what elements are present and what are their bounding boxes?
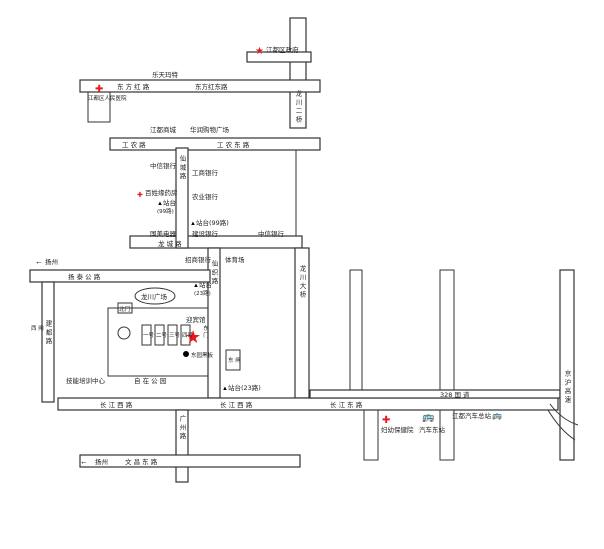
yuan-box-4 xyxy=(180,324,191,346)
longchuan-dadao-label: 龙 川 大 桥 xyxy=(298,264,306,299)
beimen-block xyxy=(117,302,133,314)
qiche-label: 汽车东站 xyxy=(419,425,446,434)
shizhang-label: 东园黑板 xyxy=(191,351,214,359)
jinghu-expressway xyxy=(559,269,575,461)
longchuan-2qiao-label: 龙 川 二 桥 xyxy=(294,89,302,124)
station-23b-label: 站台(23路) xyxy=(228,383,261,392)
hospital-cross-icon: ✚ xyxy=(95,84,103,95)
xianzhi-label: 仙 织 路 xyxy=(210,259,218,285)
yuan-box-2 xyxy=(154,324,165,346)
station-23-sub-label: (23路) xyxy=(194,289,211,297)
zhaoshang-bank-label: 招商银行 xyxy=(185,255,212,264)
dongfanghong-label-w: 东 方 红 路 xyxy=(117,82,150,91)
bus-terminal-label: 江都汽车总站 xyxy=(452,411,492,420)
changjiang-w2-label: 长 江 西 路 xyxy=(220,400,253,409)
gongshang-bank-label: 工商银行 xyxy=(192,168,219,177)
station-triangle-icon-3: ▲ xyxy=(193,283,199,289)
station-99b-label: 站台(99路) xyxy=(196,218,229,227)
yangtai-label: 扬 泰 公 路 xyxy=(68,272,101,281)
location-star-icon: ★ xyxy=(185,327,201,347)
arrow-left-icon-2: ← xyxy=(80,457,88,466)
fuyou-cross-icon: ✚ xyxy=(382,415,390,426)
circle-feature xyxy=(117,326,131,340)
east-block-1 xyxy=(349,269,363,391)
guodao-label: 328 国 道 xyxy=(440,390,470,399)
bus-icon: 🚌 xyxy=(422,412,435,423)
longcheng-label: 龙 城 路 xyxy=(158,239,182,248)
gov-label: 江都区政府 xyxy=(266,45,299,54)
bank-block xyxy=(187,149,297,237)
changjiang-road xyxy=(57,397,559,411)
park-label: 自 在 公 园 xyxy=(134,376,166,385)
guodao-road xyxy=(309,389,561,399)
qiche-block xyxy=(439,409,455,461)
xiancheng-label: 仙 城 路 xyxy=(178,154,186,180)
station-triangle-icon: ▲ xyxy=(157,201,163,207)
gongnong-label-w: 工 农 路 xyxy=(122,140,146,149)
jinghu-label: 京 沪 高 速 xyxy=(563,369,571,404)
station-triangle-icon-2: ▲ xyxy=(190,221,196,227)
tiyuchang-label: 体育场 xyxy=(225,255,245,264)
nongye-bank-label: 农业银行 xyxy=(192,192,219,201)
bus-terminal-icon: 🚌 xyxy=(492,411,502,420)
xizha-label: 西 闸 xyxy=(31,324,44,332)
fuyou-block xyxy=(363,409,379,461)
jineng-label: 技能培训中心 xyxy=(66,376,106,385)
longchuan-square-label: 龙川广场 xyxy=(141,292,168,301)
yangzhou-label-1: 扬州 xyxy=(45,257,58,266)
hospital-block xyxy=(87,91,111,123)
shopping-plaza-label: 华润购物广场 xyxy=(190,125,230,134)
letian-label: 乐天玛特 xyxy=(152,70,179,79)
hospital-label: 江都区人民医院 xyxy=(88,94,127,102)
gov-star-icon: ★ xyxy=(255,46,264,57)
dongmen-label: 东 门 xyxy=(202,324,209,339)
gongnong-label-e: 工 农 东 路 xyxy=(217,140,250,149)
station-triangle-icon-4: ▲ xyxy=(222,386,228,392)
park-block xyxy=(107,307,209,377)
jianmin-label: 建 都 路 xyxy=(44,319,52,345)
interchange-curve-1 xyxy=(547,409,576,441)
jianshe-bank-label: 建设银行 xyxy=(192,229,219,238)
yuan-box-1 xyxy=(141,324,152,346)
wenchang-label: 文 昌 东 路 xyxy=(125,457,158,466)
yangtai-highway xyxy=(29,269,211,283)
guangzhou-label: 广 州 路 xyxy=(178,414,186,440)
yangzhou-label-2: 扬州 xyxy=(95,457,108,466)
yuan-4-label: 四号 xyxy=(182,332,194,339)
changjiang-e-label: 长 江 东 路 xyxy=(330,400,363,409)
yuan-box-3 xyxy=(167,324,178,346)
arrow-left-icon: ← xyxy=(35,257,43,266)
dongzha-block xyxy=(225,349,241,371)
station-23-label: 站台 xyxy=(199,280,212,289)
dongfanghong-label-e: 东方红东路 xyxy=(195,82,228,91)
changjiang-w-label: 长 江 西 路 xyxy=(100,400,133,409)
station-99-sub-label: (99路) xyxy=(157,207,174,215)
dongfanghong-road xyxy=(79,79,321,93)
jianmin-road xyxy=(41,281,55,403)
yuan-3-label: 三号 xyxy=(169,332,181,339)
tiyuchang-block xyxy=(219,247,296,399)
fuyou-label: 妇幼保健院 xyxy=(381,425,414,434)
zhongxin-bank-label: 中信银行 xyxy=(150,161,177,170)
longchuan-road-north xyxy=(289,17,307,129)
guomei-label: 国美电器 xyxy=(150,229,177,238)
yingbinguan-label: 迎宾馆 xyxy=(186,315,206,324)
longchuan-square-ellipse xyxy=(134,287,176,305)
pharmacy-label: 百姓缘药房 xyxy=(145,188,178,197)
gov-road xyxy=(246,51,312,63)
dongzha-label: 东 闸 xyxy=(228,356,241,364)
beimen-label: 北门 xyxy=(119,305,130,313)
dot-icon xyxy=(183,351,189,357)
yuan-1-label: 一号 xyxy=(143,332,155,339)
pharmacy-cross-icon: ✚ xyxy=(137,191,143,199)
east-block-2 xyxy=(439,269,455,391)
interchange-curve-2 xyxy=(549,403,579,426)
jiangdu-mall-label: 江都商城 xyxy=(150,125,177,134)
wenchang-road xyxy=(79,454,301,468)
station-99-label: 站台 xyxy=(163,198,176,207)
zhongxin-bank2-label: 中信银行 xyxy=(258,229,285,238)
yuan-2-label: 二号 xyxy=(156,332,168,339)
